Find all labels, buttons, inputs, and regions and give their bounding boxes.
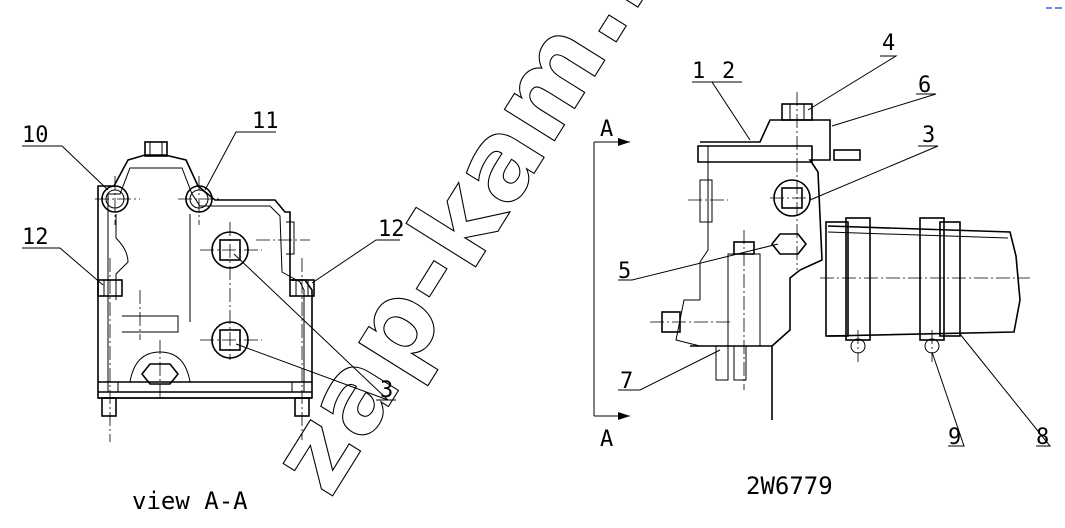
callout-5: 5 [618,259,631,284]
callout-10: 10 [22,123,49,148]
part-number: 2W6779 [746,472,833,500]
section-mark-bottom: A [600,427,613,452]
callout-4: 4 [882,31,895,56]
callout-3-left: 3 [380,378,393,403]
callout-9: 9 [948,425,961,450]
callout-7: 7 [620,369,633,394]
callout-11: 11 [252,109,279,134]
callout-3-right: 3 [922,123,935,148]
left-view-a-a [22,131,400,442]
callout-8: 8 [1036,425,1049,450]
callout-12-right: 12 [378,217,405,242]
callout-6: 6 [918,73,931,98]
callout-2: 2 [722,59,735,84]
callout-1: 1 [692,59,705,84]
section-mark-top: A [600,117,613,142]
view-caption: view A-A [132,487,248,515]
callout-12-left: 12 [22,225,49,250]
watermark-text: zap-kam.ru [246,0,726,514]
right-view-assembly [593,55,1052,447]
